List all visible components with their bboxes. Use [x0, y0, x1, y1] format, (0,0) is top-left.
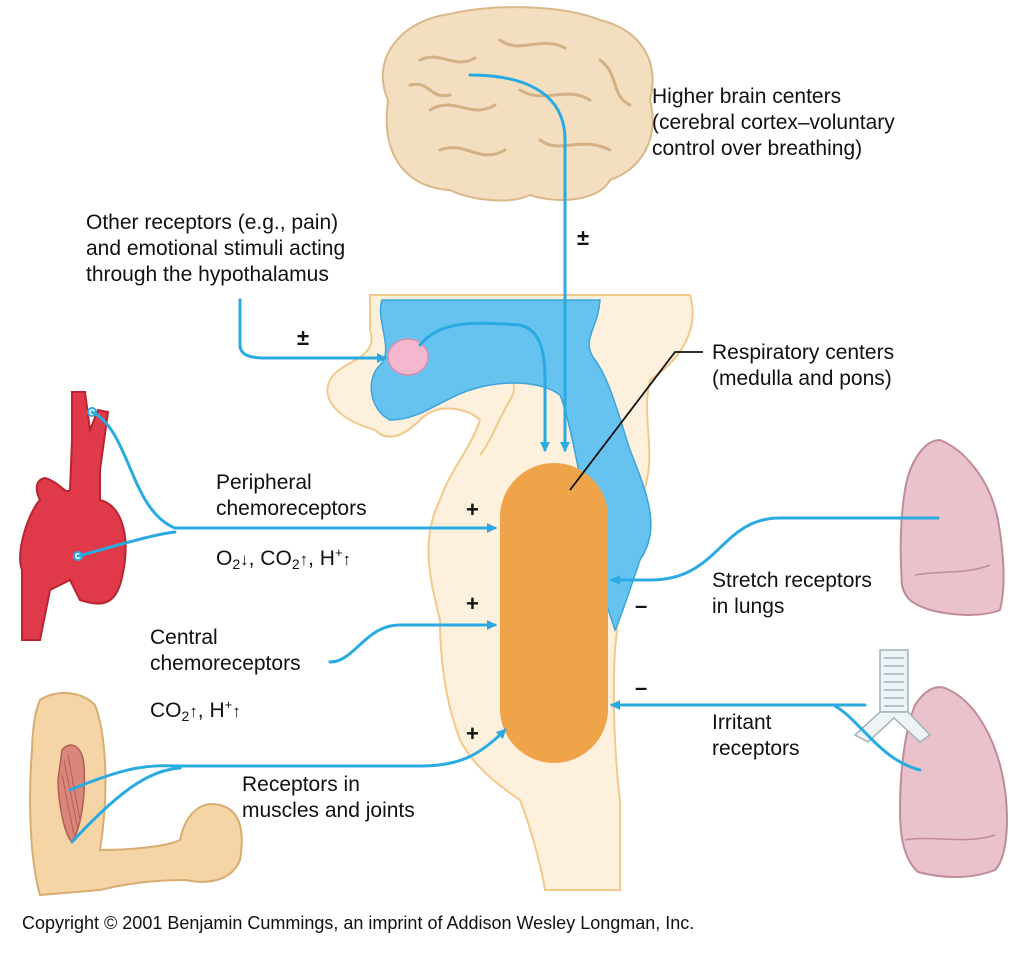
label-stretch-line2: in lungs — [712, 595, 785, 618]
formula-o-arrow: ↓ — [240, 550, 249, 569]
sign-hypothalamus: ± — [297, 325, 310, 350]
label-other-receptors: Other receptors (e.g., pain) and emotion… — [86, 210, 345, 288]
label-central-line1: Central — [150, 626, 218, 649]
label-other-receptors-line1: Other receptors (e.g., pain) — [86, 211, 339, 234]
sign-peripheral: + — [466, 497, 479, 522]
label-respiratory-centers-line1: Respiratory centers — [712, 341, 895, 364]
formula-h-arrow: ↑ — [342, 550, 352, 569]
label-irritant: Irritant receptors — [712, 710, 800, 762]
sign-irritant: – — [635, 675, 648, 700]
label-peripheral-line2: chemoreceptors — [216, 497, 367, 520]
pathway-stretch — [610, 516, 940, 585]
label-other-receptors-line3: through the hypothalamus — [86, 263, 329, 286]
pathway-hypothalamus — [418, 321, 550, 452]
pathway-higher-brain — [468, 73, 570, 452]
label-central-line2: chemoreceptors — [150, 652, 301, 675]
label-irritant-line2: receptors — [712, 737, 800, 760]
pathway-peripheral — [90, 410, 497, 533]
formula-o: O — [216, 547, 233, 570]
leader-respiratory-centers — [569, 351, 703, 491]
label-muscles: Receptors in muscles and joints — [242, 772, 415, 824]
sign-higher-brain: ± — [577, 225, 590, 250]
label-respiratory-centers: Respiratory centers (medulla and pons) — [712, 340, 894, 392]
central-formula: CO2↑, H+↑ — [150, 692, 241, 729]
formula-o-sub: 2 — [232, 556, 241, 572]
pathway-central — [328, 620, 497, 664]
formula-h: , H — [308, 547, 335, 570]
label-higher-brain: Higher brain centers (cerebral cortex–vo… — [652, 84, 895, 162]
trachea-illustration — [853, 649, 932, 743]
brain-illustration — [381, 6, 654, 202]
label-muscles-line1: Receptors in — [242, 773, 360, 796]
central-formula-co: CO — [150, 699, 182, 722]
label-peripheral-line1: Peripheral — [216, 471, 312, 494]
lung-lower-illustration — [898, 686, 1008, 878]
peripheral-formula: O2↓, CO2↑, H+↑ — [216, 540, 351, 577]
label-higher-brain-line2: (cerebral cortex–voluntary — [652, 111, 895, 134]
label-stretch-line1: Stretch receptors — [712, 569, 872, 592]
label-irritant-line1: Irritant — [712, 711, 772, 734]
formula-co: , CO — [248, 547, 292, 570]
label-stretch: Stretch receptors in lungs — [712, 568, 872, 620]
lung-upper-illustration — [899, 438, 1005, 616]
pathway-other-receptors — [238, 298, 387, 363]
respiratory-center-shape — [500, 463, 608, 763]
label-higher-brain-line3: control over breathing) — [652, 137, 863, 160]
arm-illustration — [29, 692, 243, 897]
copyright-text: Copyright © 2001 Benjamin Cummings, an i… — [22, 913, 695, 933]
label-other-receptors-line2: and emotional stimuli acting — [86, 237, 346, 260]
pathway-aortic — [76, 530, 177, 558]
hypothalamus-shape — [387, 338, 429, 376]
sign-muscles: + — [466, 721, 479, 746]
aorta-illustration — [19, 391, 127, 641]
central-formula-h-arrow: ↑ — [232, 702, 241, 721]
formula-co-sub: 2 — [291, 556, 300, 572]
pathway-joints — [70, 766, 182, 844]
label-muscles-line2: muscles and joints — [242, 799, 415, 822]
formula-co-arrow: ↑ — [299, 550, 309, 569]
pathway-irritant-lung — [833, 704, 922, 772]
sign-stretch: – — [635, 593, 648, 618]
central-formula-h: , H — [197, 699, 225, 722]
label-central: Central chemoreceptors — [150, 625, 301, 677]
central-formula-h-sup: + — [224, 697, 233, 712]
pathway-muscles — [68, 728, 507, 792]
central-formula-co-arrow: ↑ — [189, 702, 198, 721]
label-peripheral: Peripheral chemoreceptors — [216, 470, 367, 522]
label-higher-brain-line1: Higher brain centers — [652, 85, 842, 108]
central-formula-co-sub: 2 — [181, 708, 190, 724]
formula-h-sup: + — [334, 545, 343, 560]
label-respiratory-centers-line2: (medulla and pons) — [712, 367, 892, 390]
sign-central: + — [466, 591, 479, 616]
